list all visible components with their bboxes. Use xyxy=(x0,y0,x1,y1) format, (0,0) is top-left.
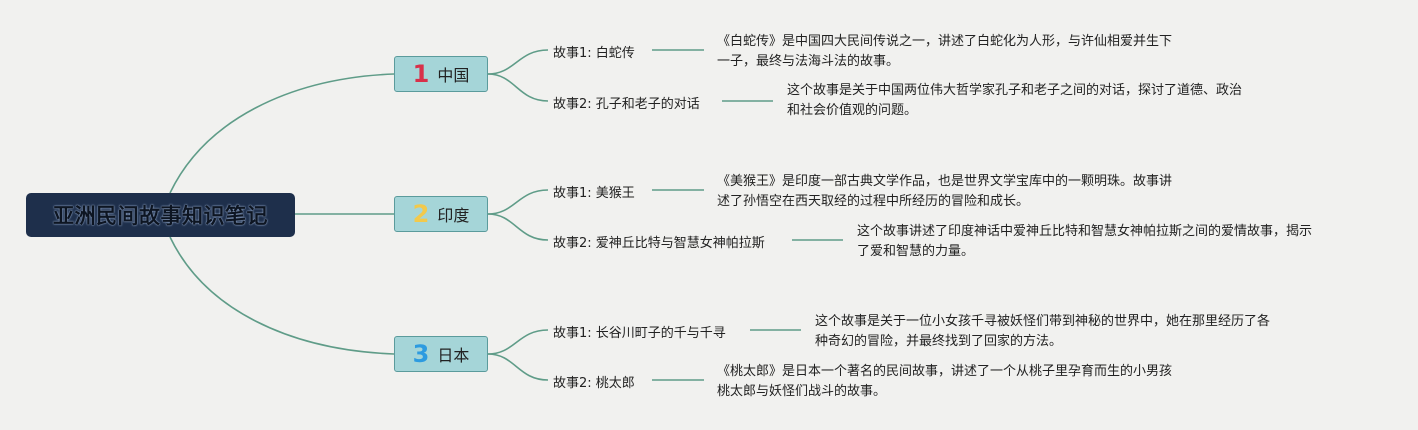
desc-line: 这个故事是关于一位小女孩千寻被妖怪们带到神秘的世界中，她在那里经历了各 xyxy=(815,314,1271,329)
link-japan-story1 xyxy=(487,329,549,355)
branch-number-3: 3 xyxy=(412,340,430,368)
desc-line: 《美猴王》是印度一部古典文学作品，也是世界文学宝库中的一颗明珠。故事讲 xyxy=(717,174,1173,189)
desc-line: 述了孙悟空在西天取经的过程中所经历的冒险和成长。 xyxy=(717,194,1030,209)
branch-japan[interactable]: 3 日本 xyxy=(394,336,488,372)
link-india-story2 xyxy=(487,213,549,241)
branch-label-japan: 日本 xyxy=(437,346,470,365)
desc-line: 《桃太郎》是日本一个著名的民间故事，讲述了一个从桃子里孕育而生的小男孩 xyxy=(717,364,1173,379)
branch-number-2: 2 xyxy=(412,200,430,228)
link-china-story1 xyxy=(487,49,549,75)
desc-line: 桃太郎与妖怪们战斗的故事。 xyxy=(717,384,887,399)
desc-japan-2: 《桃太郎》是日本一个著名的民间故事，讲述了一个从桃子里孕育而生的小男孩 桃太郎与… xyxy=(717,362,1172,402)
branch-label-india: 印度 xyxy=(437,206,470,225)
desc-line: 和社会价值观的问题。 xyxy=(787,103,918,118)
desc-line: 种奇幻的冒险，并最终找到了回家的方法。 xyxy=(815,334,1063,349)
story-india-2[interactable]: 故事2: 爱神丘比特与智慧女神帕拉斯 xyxy=(553,236,765,251)
story-japan-1[interactable]: 故事1: 长谷川町子的千与千寻 xyxy=(553,326,726,341)
link-china-story2 xyxy=(487,73,549,102)
desc-line: 了爱和智慧的力量。 xyxy=(857,244,975,259)
root-topic[interactable]: 亚洲民间故事知识笔记 xyxy=(26,193,295,237)
link-root-china xyxy=(169,73,395,194)
story-japan-2[interactable]: 故事2: 桃太郎 xyxy=(553,376,635,391)
desc-india-2: 这个故事讲述了印度神话中爱神丘比特和智慧女神帕拉斯之间的爱情故事，揭示 了爱和智… xyxy=(857,222,1312,262)
branch-china[interactable]: 1 中国 xyxy=(394,56,488,92)
branch-label-china: 中国 xyxy=(437,66,470,85)
link-japan-story2 xyxy=(487,353,549,381)
desc-china-1: 《白蛇传》是中国四大民间传说之一，讲述了白蛇化为人形，与许仙相爱并生下 一子，最… xyxy=(717,32,1172,72)
desc-line: 一子，最终与法海斗法的故事。 xyxy=(717,54,900,69)
desc-line: 这个故事是关于中国两位伟大哲学家孔子和老子之间的对话，探讨了道德、政治 xyxy=(787,83,1243,98)
story-india-1[interactable]: 故事1: 美猴王 xyxy=(553,186,635,201)
desc-china-2: 这个故事是关于中国两位伟大哲学家孔子和老子之间的对话，探讨了道德、政治 和社会价… xyxy=(787,81,1242,121)
branch-india[interactable]: 2 印度 xyxy=(394,196,488,232)
desc-line: 《白蛇传》是中国四大民间传说之一，讲述了白蛇化为人形，与许仙相爱并生下 xyxy=(717,34,1173,49)
branch-number-1: 1 xyxy=(412,60,430,88)
desc-japan-1: 这个故事是关于一位小女孩千寻被妖怪们带到神秘的世界中，她在那里经历了各 种奇幻的… xyxy=(815,312,1270,352)
link-india-story1 xyxy=(487,189,549,215)
story-china-2[interactable]: 故事2: 孔子和老子的对话 xyxy=(553,97,700,112)
desc-line: 这个故事讲述了印度神话中爱神丘比特和智慧女神帕拉斯之间的爱情故事，揭示 xyxy=(857,224,1313,239)
link-root-japan xyxy=(169,236,395,355)
desc-india-1: 《美猴王》是印度一部古典文学作品，也是世界文学宝库中的一颗明珠。故事讲 述了孙悟… xyxy=(717,172,1172,212)
story-china-1[interactable]: 故事1: 白蛇传 xyxy=(553,46,635,61)
